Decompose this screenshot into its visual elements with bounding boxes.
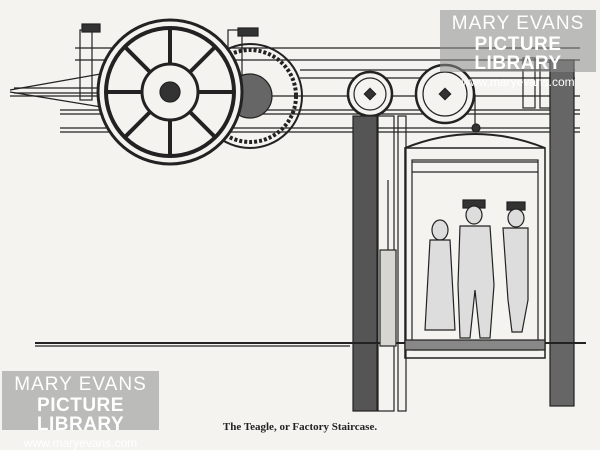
- watermark-line2: PICTURE LIBRARY: [474, 34, 562, 74]
- watermark-line1: MARY EVANS: [14, 374, 147, 395]
- counterweight: [379, 249, 397, 347]
- beam-brackets: [79, 23, 551, 109]
- flywheel: [96, 18, 244, 166]
- image-caption: The Teagle, or Factory Staircase.: [222, 421, 378, 433]
- watermark-line1: MARY EVANS: [451, 13, 585, 34]
- watermark-line2: PICTURE LIBRARY: [36, 395, 125, 435]
- watermark-line3: www.maryevans.com: [461, 75, 575, 89]
- watermark-bottom: MARY EVANS PICTURE LIBRARY www.maryevans…: [2, 371, 159, 449]
- passenger-figures: [424, 199, 529, 339]
- shaft-posts: [352, 59, 575, 412]
- watermark-top: MARY EVANS PICTURE LIBRARY www.maryevans…: [440, 10, 596, 88]
- pulleys: [346, 63, 481, 133]
- watermark-line3: www.maryevans.com: [23, 436, 138, 450]
- lift-cage: [404, 133, 546, 359]
